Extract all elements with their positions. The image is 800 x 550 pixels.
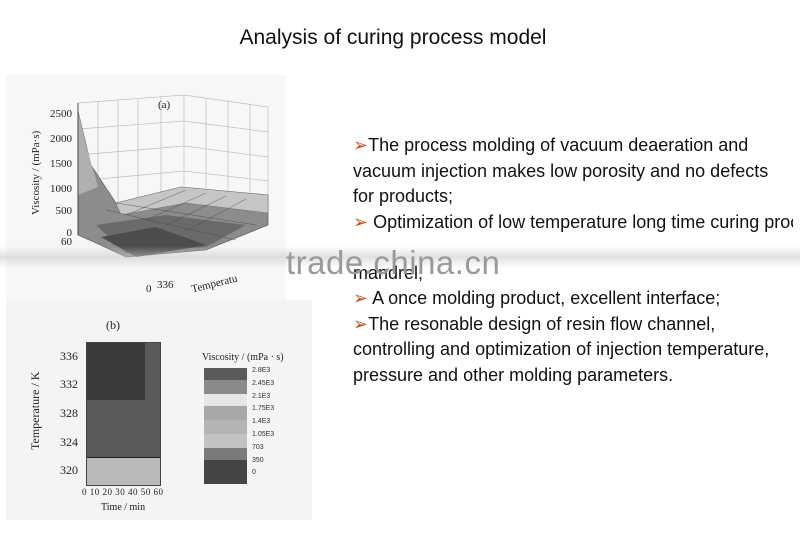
- y-tick: 2500: [50, 108, 72, 120]
- legend-label: 0: [252, 469, 256, 477]
- arrow-bullet-icon: ➢: [353, 288, 369, 308]
- legend-labels: 2.8E3 2.45E3 2.1E3 1.75E3 1.4E3 1.05E3 7…: [252, 365, 274, 480]
- y-tick: 328: [60, 406, 78, 420]
- watermark: trade.china.cn: [286, 244, 501, 281]
- arrow-bullet-icon: ➢: [353, 135, 369, 155]
- legend-label: 1.4E3: [252, 418, 271, 426]
- figure-a-label: (a): [158, 99, 171, 111]
- y-tick: 332: [60, 377, 78, 391]
- contour-plot-area: [86, 342, 161, 486]
- bullet-list: ➢The process molding of vacuum deaeratio…: [353, 133, 793, 388]
- y-axis-title: Temperature / K: [28, 371, 42, 450]
- page-title: Analysis of curing process model: [239, 26, 547, 49]
- y-tick: 336: [60, 349, 78, 363]
- figure-b-label: (b): [106, 318, 120, 332]
- watermark-blur-band: [0, 246, 800, 268]
- bullet-item: ➢ A once molding product, excellent inte…: [353, 288, 721, 308]
- bullet-item: ➢The resonable design of resin flow chan…: [353, 313, 770, 385]
- x-axis-title: Time / min: [101, 502, 146, 513]
- x-ticks: 0 10 20 30 40 50 60: [82, 487, 164, 497]
- arrow-bullet-icon: ➢: [353, 211, 369, 232]
- y-tick: 320: [60, 463, 78, 477]
- y-tick: 2000: [50, 133, 72, 145]
- bullet-item: ➢ Optimization of low temperature long t…: [353, 211, 793, 232]
- legend-label: 2.45E3: [252, 379, 275, 387]
- legend-label: 2.8E3: [252, 367, 271, 374]
- legend-label: 2.1E3: [252, 392, 271, 400]
- figure-b-contour: (b) 336 332 328 324 320 Temperature / K …: [6, 300, 312, 520]
- legend-label: 703: [252, 443, 264, 451]
- x-tick: 60: [61, 236, 72, 248]
- y-tick: 1000: [50, 183, 72, 195]
- legend-label: 1.75E3: [252, 405, 275, 413]
- arrow-bullet-icon: ➢: [353, 313, 369, 334]
- x-tick: 336: [157, 279, 174, 291]
- bullet-item: ➢The process molding of vacuum deaeratio…: [353, 135, 769, 206]
- y-tick: 0: [66, 227, 73, 239]
- y-tick: 324: [60, 435, 78, 449]
- legend-label: 1.05E3: [252, 430, 275, 438]
- surface-plot-graphic: [77, 94, 269, 258]
- y-tick: 500: [55, 205, 73, 217]
- y-axis-title: Viscosity / (mPa·s): [30, 130, 42, 215]
- y-tick: 1500: [50, 158, 72, 170]
- x-tick: 0: [146, 283, 152, 295]
- legend-color-bar: [204, 368, 247, 484]
- legend-title: Viscosity / (mPa · s): [202, 352, 284, 363]
- legend-label: 350: [252, 456, 264, 464]
